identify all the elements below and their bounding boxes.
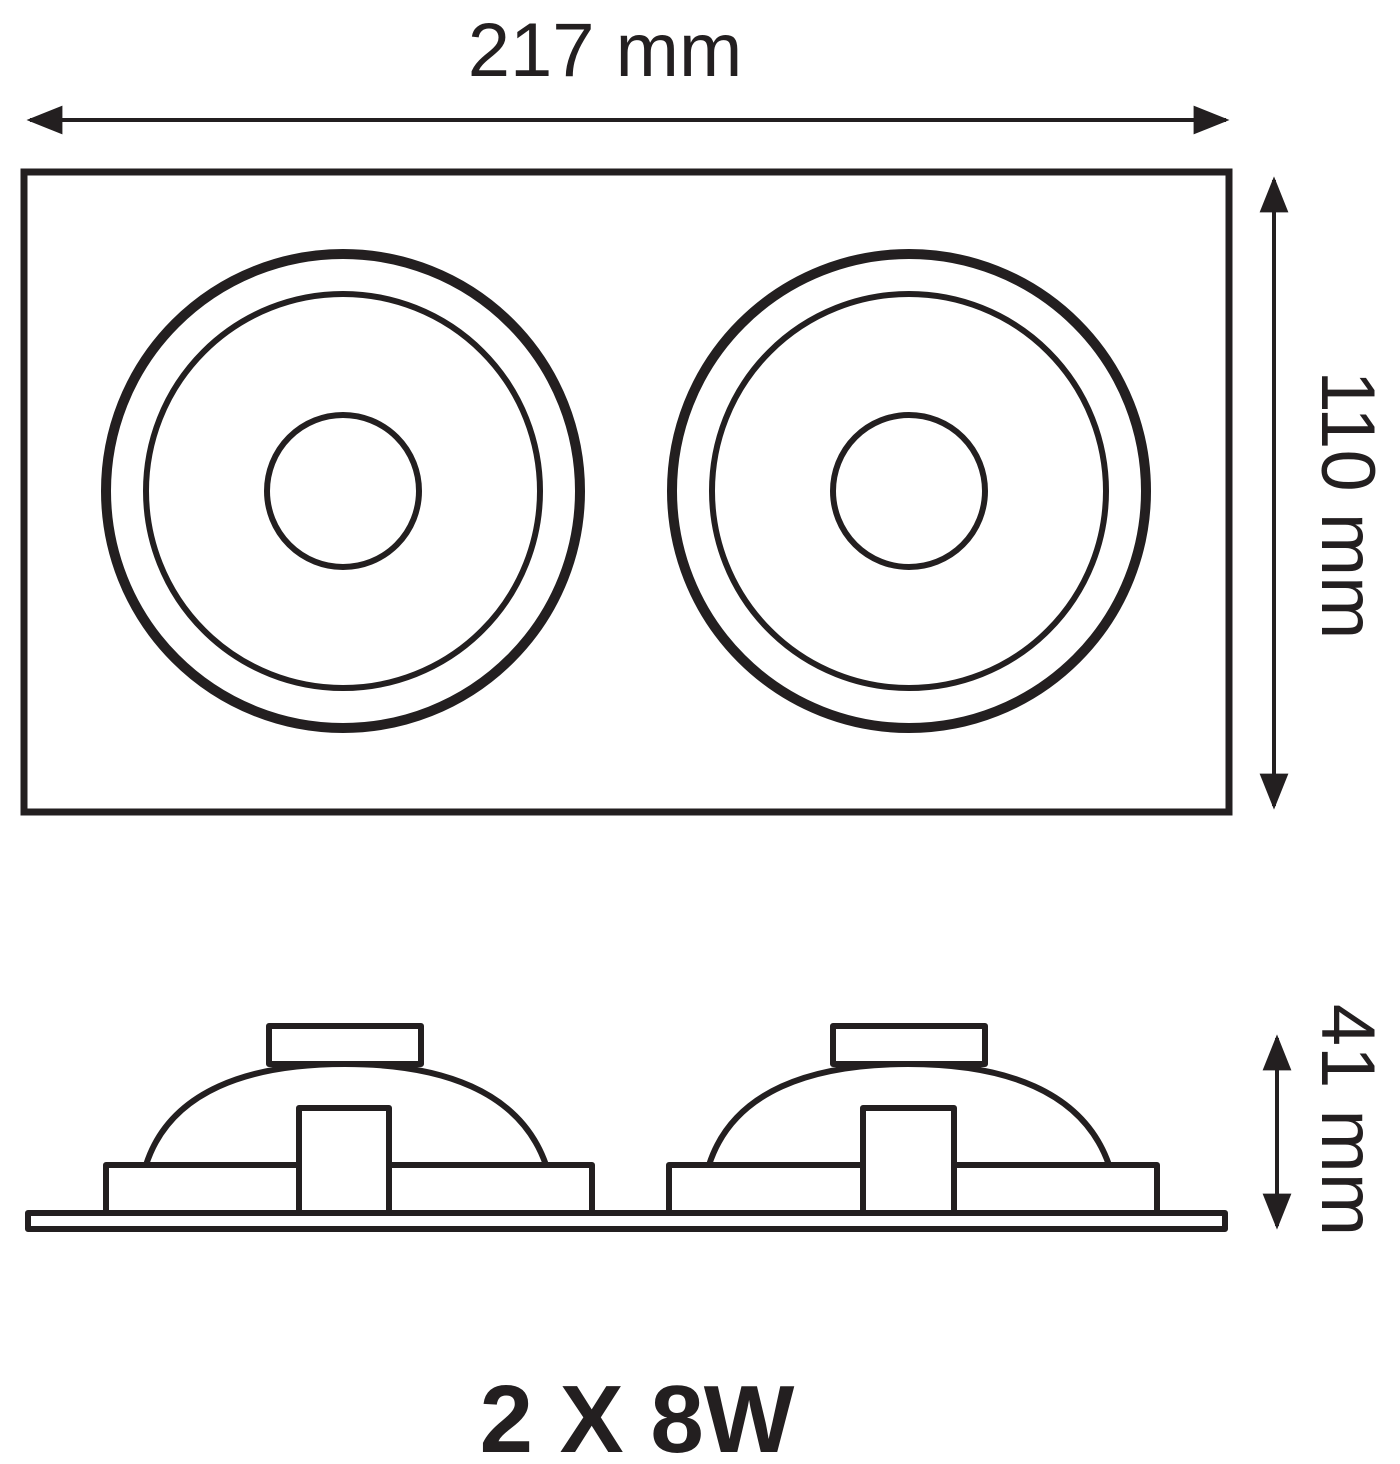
side-view-light-left bbox=[103, 1023, 595, 1216]
lens-circle bbox=[830, 412, 988, 570]
lens-circle bbox=[264, 412, 422, 570]
dome bbox=[706, 1061, 1112, 1166]
height-label: 110 mm bbox=[1305, 371, 1390, 640]
top-cap bbox=[830, 1023, 988, 1067]
inner-ring bbox=[143, 291, 543, 691]
height-dimension: 110 mm bbox=[1259, 176, 1390, 810]
center-block bbox=[296, 1105, 392, 1216]
depth-label: 41 mm bbox=[1305, 1004, 1390, 1236]
top-view-frame bbox=[20, 168, 1233, 816]
top-view-light-right bbox=[667, 249, 1151, 733]
mount-left bbox=[666, 1162, 866, 1216]
top-view bbox=[20, 168, 1233, 816]
mount-right bbox=[951, 1162, 1160, 1216]
outer-ring bbox=[101, 249, 585, 733]
side-view-light-right bbox=[666, 1023, 1160, 1216]
width-label: 217 mm bbox=[468, 8, 743, 93]
depth-dimension: 41 mm bbox=[1262, 1004, 1390, 1236]
side-view bbox=[25, 1023, 1228, 1232]
mount-right bbox=[386, 1162, 595, 1216]
width-dimension: 217 mm bbox=[26, 8, 1230, 135]
outer-ring bbox=[667, 249, 1151, 733]
mount-left bbox=[103, 1162, 302, 1216]
center-block bbox=[860, 1105, 957, 1216]
side-view-base-plate bbox=[25, 1210, 1228, 1232]
top-view-light-left bbox=[101, 249, 585, 733]
inner-ring bbox=[709, 291, 1109, 691]
top-cap bbox=[266, 1023, 424, 1067]
power-label: 2 X 8W bbox=[480, 1366, 795, 1464]
dome bbox=[143, 1061, 549, 1166]
